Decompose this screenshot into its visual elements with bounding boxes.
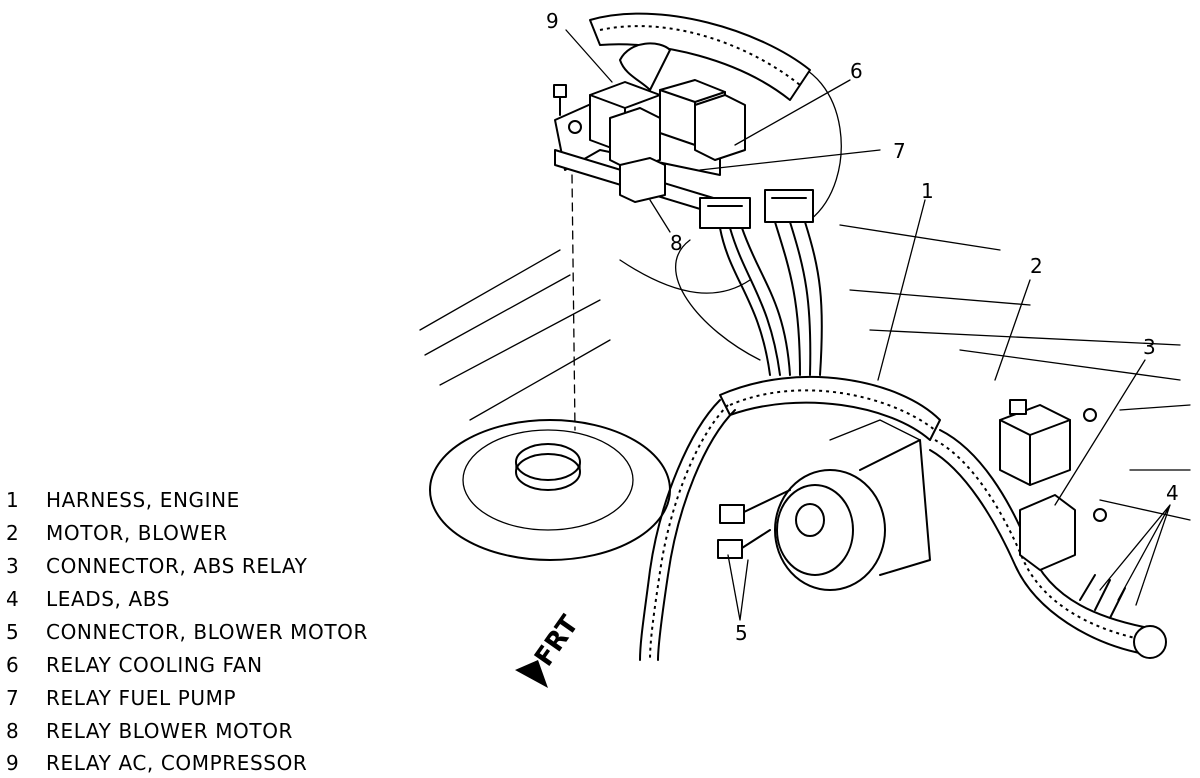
legend-number: 4: [6, 587, 19, 611]
front-direction-arrow: FRT: [515, 610, 585, 688]
legend-number: 2: [6, 521, 19, 545]
legend-item: 3 CONNECTOR, ABS RELAY: [6, 551, 406, 581]
legend-label: CONNECTOR, BLOWER MOTOR: [46, 620, 369, 644]
leader-lines: [565, 29, 1171, 621]
callout-7: 7: [893, 139, 906, 163]
legend-item: 4 LEADS, ABS: [6, 584, 406, 614]
callout-5: 5: [735, 621, 748, 645]
legend-item: 8 RELAY BLOWER MOTOR: [6, 716, 406, 746]
legend-label: LEADS, ABS: [46, 587, 171, 611]
callout-1: 1: [921, 179, 934, 203]
body-outline-lines: [419, 59, 1191, 521]
wire-bundle: [719, 221, 823, 376]
bracket-connectors: [699, 189, 814, 229]
abs-leads: [1079, 408, 1126, 619]
callout-2: 2: [1030, 254, 1043, 278]
legend-number: 8: [6, 719, 19, 743]
legend-label: RELAY COOLING FAN: [46, 653, 263, 677]
legend-label: MOTOR, BLOWER: [46, 521, 228, 545]
legend-item: 2 MOTOR, BLOWER: [6, 518, 406, 548]
legend-label: CONNECTOR, ABS RELAY: [46, 554, 308, 578]
callout-6: 6: [850, 59, 863, 83]
upper-harness-hose: [589, 12, 811, 101]
legend-number: 5: [6, 620, 19, 644]
legend-label: HARNESS, ENGINE: [46, 488, 240, 512]
blower-motor: [774, 419, 931, 591]
legend-item: 6 RELAY COOLING FAN: [6, 650, 406, 680]
legend-number: 3: [6, 554, 19, 578]
legend-item: 7 RELAY FUEL PUMP: [6, 683, 406, 713]
abs-relay-connector: [999, 399, 1076, 571]
relays: [589, 79, 746, 203]
legend-number: 7: [6, 686, 19, 710]
callout-9: 9: [546, 9, 559, 33]
mounting-bolt: [553, 84, 576, 431]
callout-8: 8: [670, 231, 683, 255]
legend-item: 1 HARNESS, ENGINE: [6, 485, 406, 515]
legend-number: 1: [6, 488, 19, 512]
callout-4: 4: [1166, 481, 1179, 505]
legend-number: 9: [6, 751, 19, 775]
legend-label: RELAY FUEL PUMP: [46, 686, 237, 710]
legend-number: 6: [6, 653, 19, 677]
legend-label: RELAY AC, COMPRESSOR: [46, 751, 308, 775]
blower-motor-connector: [717, 489, 791, 559]
callout-3: 3: [1143, 335, 1156, 359]
blower-fan-disc: [429, 419, 671, 561]
legend-item: 9 RELAY AC, COMPRESSOR: [6, 748, 406, 778]
legend-label: RELAY BLOWER MOTOR: [46, 719, 294, 743]
legend-item: 5 CONNECTOR, BLOWER MOTOR: [6, 617, 406, 647]
